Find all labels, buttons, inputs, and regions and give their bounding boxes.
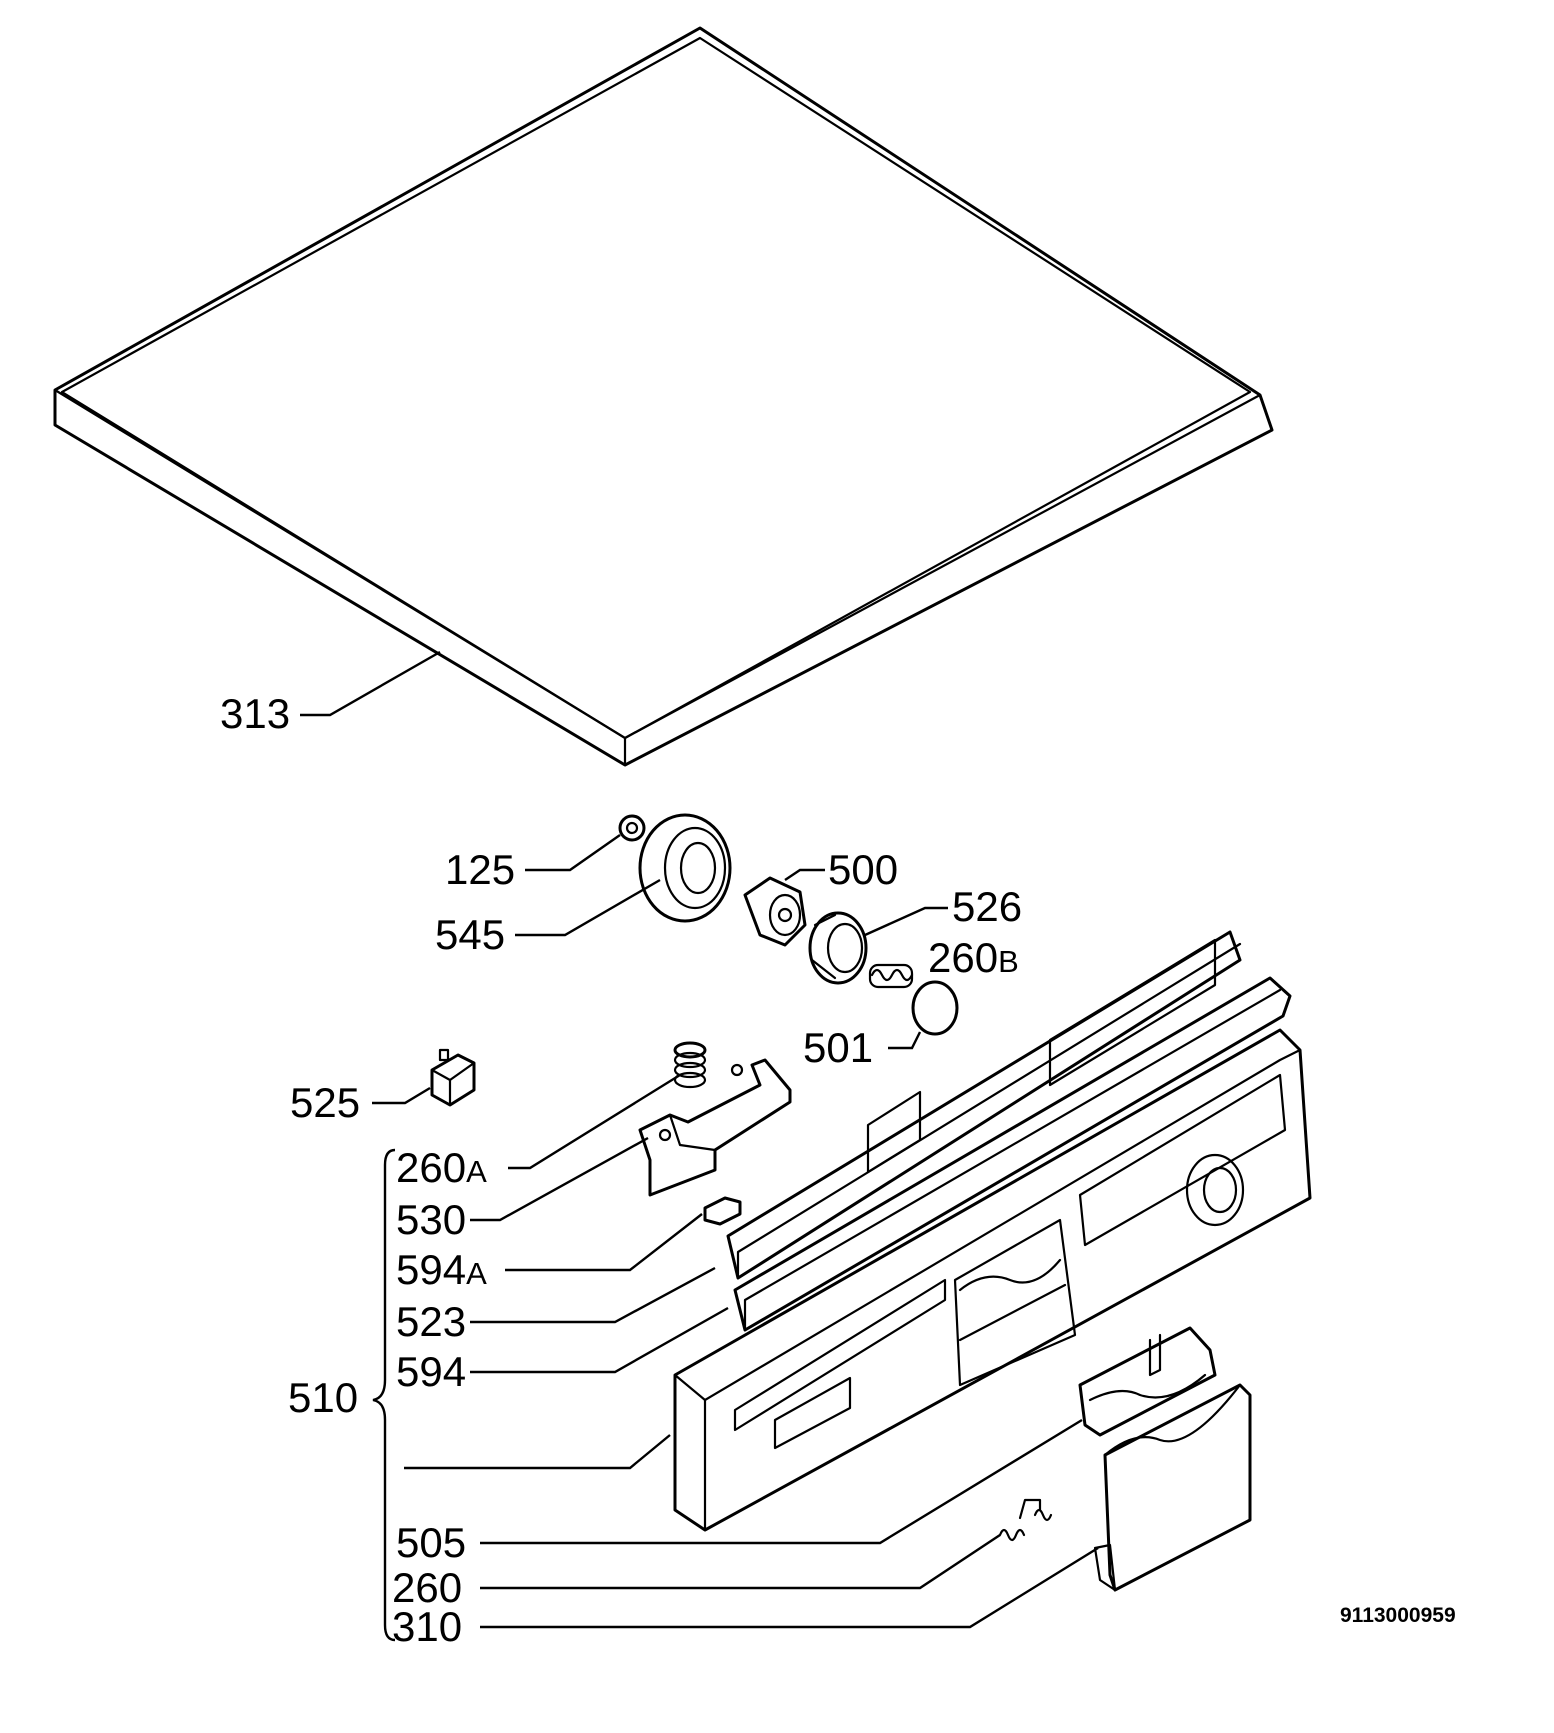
leader-lines xyxy=(300,650,1099,1629)
label-525: 525 xyxy=(290,1079,361,1126)
label-594a: 594A xyxy=(396,1249,487,1291)
part-594-strip xyxy=(733,976,1292,1332)
label-260a-suffix: A xyxy=(466,1154,487,1189)
label-530: 530 xyxy=(396,1196,467,1243)
label-260b-number: 260 xyxy=(928,934,999,981)
part-530-bracket xyxy=(638,1058,792,1197)
part-510-control-panel xyxy=(673,1028,1312,1532)
label-260: 260 xyxy=(392,1564,463,1611)
part-545-knob-ring xyxy=(638,813,732,923)
label-510: 510 xyxy=(288,1374,359,1421)
label-310: 310 xyxy=(392,1603,463,1650)
part-260b-spring xyxy=(868,963,914,989)
part-525-switch xyxy=(430,1048,476,1107)
part-501-cap xyxy=(911,980,959,1036)
label-260b: 260B xyxy=(928,937,1019,979)
label-505: 505 xyxy=(396,1519,467,1566)
part-594a-clip xyxy=(703,1196,742,1226)
part-500-coupling xyxy=(743,876,807,947)
part-310-flap xyxy=(1093,1383,1252,1592)
part-125-nut xyxy=(618,814,646,842)
label-500: 500 xyxy=(828,846,899,893)
label-313: 313 xyxy=(220,690,291,737)
label-594a-number: 594 xyxy=(396,1246,467,1293)
label-260b-suffix: B xyxy=(998,944,1019,979)
label-260a: 260A xyxy=(396,1147,487,1189)
document-number: 9113000959 xyxy=(1340,1604,1456,1627)
part-526-bearing xyxy=(808,911,868,985)
part-260-spring xyxy=(998,1498,1053,1542)
label-594: 594 xyxy=(396,1348,467,1395)
part-523-upper-strip xyxy=(726,930,1242,1280)
label-125: 125 xyxy=(445,846,516,893)
label-545: 545 xyxy=(435,911,506,958)
part-505-hinge xyxy=(1078,1326,1217,1437)
label-594a-suffix: A xyxy=(466,1256,487,1291)
part-260a-spring xyxy=(673,1041,707,1089)
label-523: 523 xyxy=(396,1298,467,1345)
bracket-510 xyxy=(372,1148,396,1642)
part-313-top-cover xyxy=(53,26,1274,767)
label-260a-number: 260 xyxy=(396,1144,467,1191)
label-501: 501 xyxy=(803,1024,874,1071)
label-526: 526 xyxy=(952,883,1023,930)
